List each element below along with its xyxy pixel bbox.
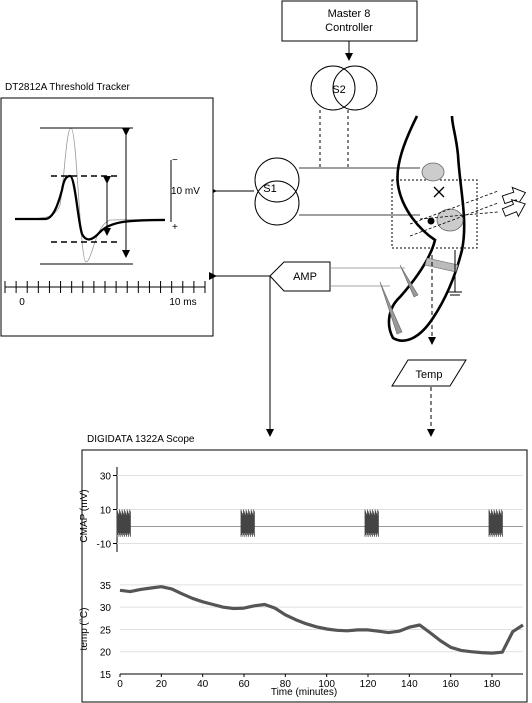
perfusion-line-3 xyxy=(419,211,499,220)
temp-ylabel: temp (°C) xyxy=(79,608,90,651)
controller-label-line2: Controller xyxy=(325,22,373,34)
temp-y-tick-label: 35 xyxy=(100,581,112,592)
temp-shape xyxy=(391,359,467,387)
temp-label: Temp xyxy=(416,369,443,381)
cmap-burst xyxy=(240,509,255,537)
s1-label: S1 xyxy=(263,183,276,195)
time-ruler-ticks xyxy=(4,281,206,293)
cross-mark-b xyxy=(433,186,445,198)
amp-label: AMP xyxy=(293,271,317,283)
scope-panel xyxy=(81,449,528,703)
recording-chamber xyxy=(391,179,478,249)
scope-title: DIGIDATA 1322A Scope xyxy=(87,434,195,445)
temp-xlabel: Time (minutes) xyxy=(271,687,337,698)
temp-probe-body xyxy=(424,257,459,273)
perfusion-line-1 xyxy=(409,190,499,225)
temp-x-tick-label: 180 xyxy=(484,679,501,690)
tracker-title: DT2812A Threshold Tracker xyxy=(5,82,131,93)
cmap-burst xyxy=(488,509,503,537)
tissue-outline xyxy=(387,115,466,342)
temp-y-tick-label: 20 xyxy=(100,648,112,659)
cmap-chart: CMAP (mV) 30 10 -10 xyxy=(79,467,523,552)
recording-needle-1 xyxy=(399,264,419,298)
scale-minus: − xyxy=(172,155,178,166)
cmap-burst xyxy=(116,509,131,537)
recording-needle-2 xyxy=(379,281,403,335)
electrode-dot xyxy=(427,217,435,225)
temp-x-tick-label: 160 xyxy=(442,679,459,690)
temperature-monitor: Temp xyxy=(391,359,467,387)
time-end-label: 10 ms xyxy=(169,297,196,308)
perfusion-out-arrow xyxy=(501,198,526,218)
stimulation-site xyxy=(436,208,464,232)
temp-x-tick-label: 80 xyxy=(280,679,292,690)
temp-series-line xyxy=(119,585,524,655)
temp-y-tick-label: 15 xyxy=(100,670,112,681)
controller-label-line1: Master 8 xyxy=(328,8,371,20)
temp-x-tick-label: 100 xyxy=(318,679,335,690)
cmap-y-tick-label: -10 xyxy=(97,540,112,551)
perfusion-line-2 xyxy=(409,202,499,237)
temp-x-tick-label: 120 xyxy=(360,679,377,690)
temp-x-tick-label: 20 xyxy=(156,679,168,690)
master8-controller: Master 8 Controller xyxy=(281,0,418,42)
threshold-tracker-panel: − 10 mV + 0 10 ms xyxy=(0,97,214,337)
preparation xyxy=(379,115,527,342)
temp-x-tick-label: 140 xyxy=(401,679,418,690)
amp-shape xyxy=(269,261,331,292)
temp-chart: temp (°C) Time (minutes) 15 20 25 30 35 0 20 40… xyxy=(79,581,524,698)
s1-stimulator: S1 xyxy=(254,157,300,226)
reference-waveform xyxy=(17,127,166,263)
cmap-y-tick-label: 30 xyxy=(100,472,112,483)
s2-label: S2 xyxy=(332,84,345,96)
amplifier: AMP xyxy=(269,261,331,292)
temp-y-tick-label: 25 xyxy=(100,625,112,636)
scale-voltage-label: 10 mV xyxy=(171,186,200,197)
cmap-ylabel: CMAP (mV) xyxy=(79,489,90,542)
time-start-label: 0 xyxy=(19,297,25,308)
temp-x-tick-label: 40 xyxy=(197,679,209,690)
temp-y-tick-label: 30 xyxy=(100,603,112,614)
cmap-burst xyxy=(364,509,379,537)
temp-x-tick-label: 60 xyxy=(238,679,250,690)
temp-x-tick-label: 0 xyxy=(117,679,123,690)
perfusion-in-arrow xyxy=(501,186,527,206)
upper-electrode-pad xyxy=(421,162,445,182)
scale-plus: + xyxy=(172,222,178,233)
cmap-y-tick-label: 10 xyxy=(100,506,112,517)
s2-stimulator: S2 xyxy=(310,65,378,111)
